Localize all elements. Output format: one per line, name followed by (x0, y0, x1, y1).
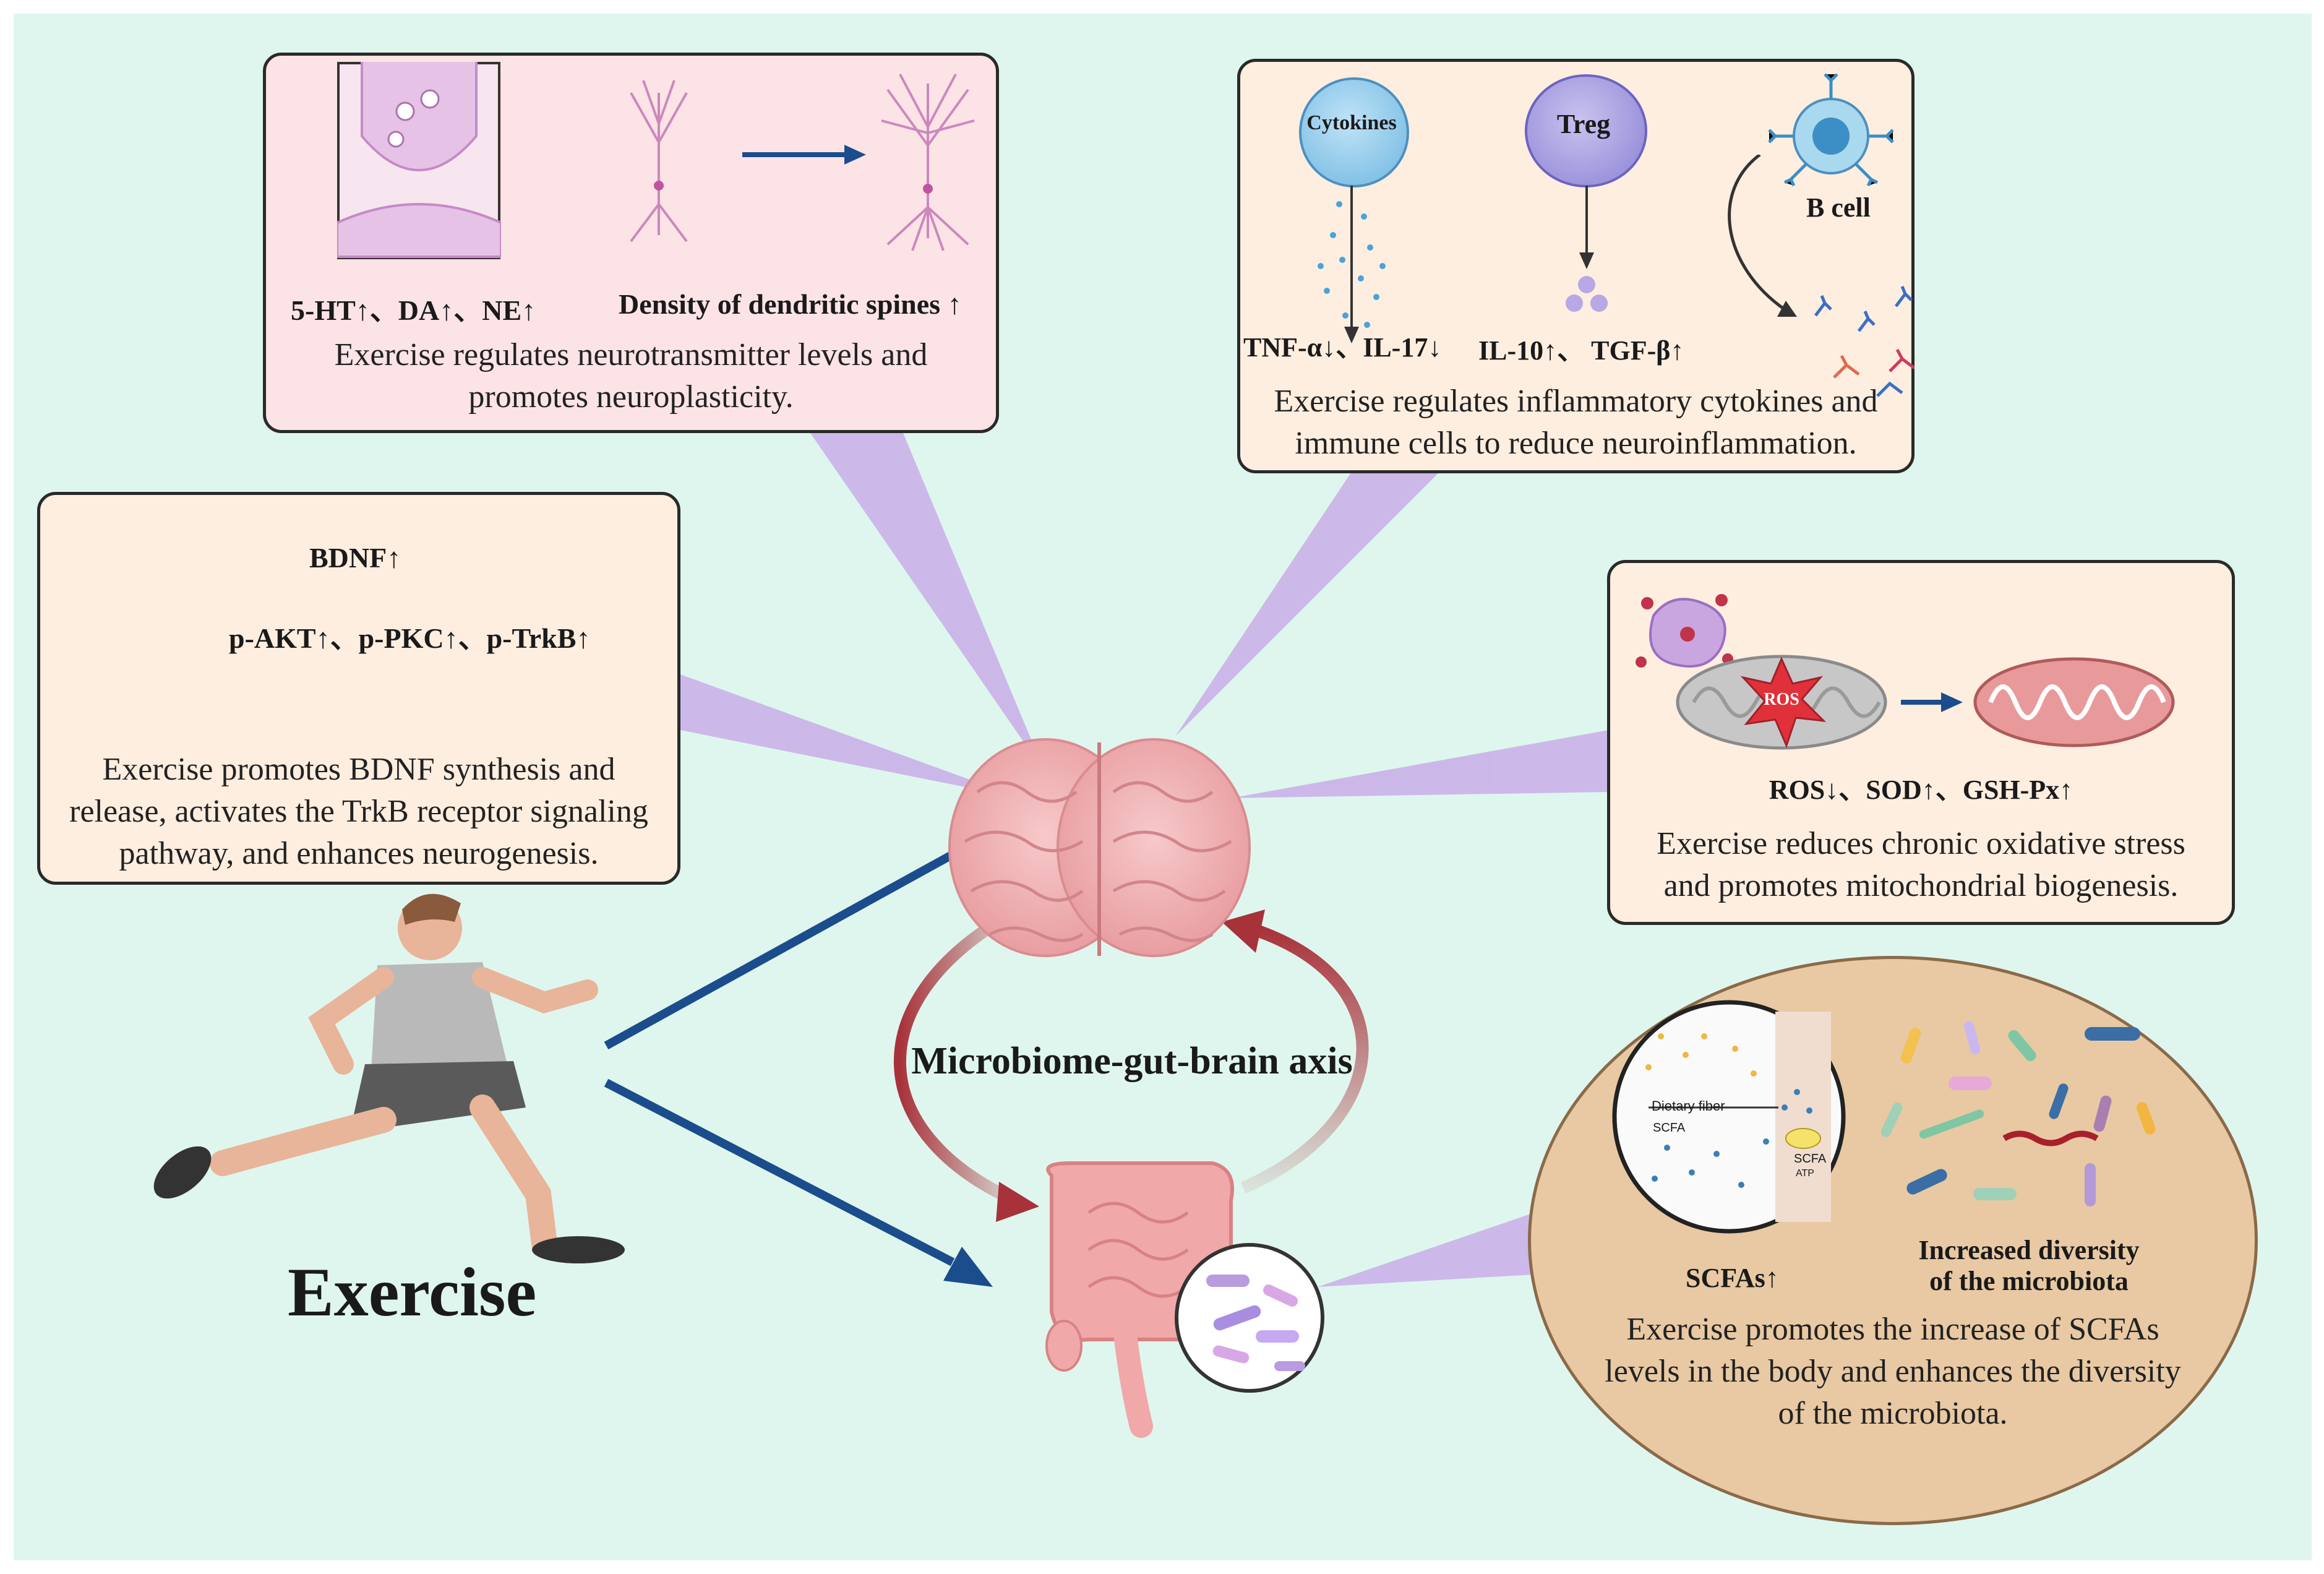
runner-illustration (153, 893, 625, 1263)
treg-cell (1525, 74, 1647, 187)
beam-microbiota (1318, 1213, 1534, 1287)
damaged-mitochondrion-icon (1676, 655, 1887, 750)
cytokine-release-icon (1318, 186, 1386, 343)
immune-caption-line1: Exercise regulates inflammatory cytokine… (1274, 384, 1878, 419)
cytokine-markers-a: TNF-α↓、IL-17↓ (1243, 332, 1442, 363)
scfa-small-label: SCFA (1653, 1121, 1686, 1135)
oxidative-caption-line2: and promotes mitochondrial biogenesis. (1663, 868, 2179, 903)
exercise-label: Exercise (288, 1254, 537, 1331)
diversity-label-line2: of the microbiota (1929, 1266, 2129, 1296)
diversity-label-line1: Increased diversity (1918, 1235, 2140, 1265)
bdnf-label: BDNF↑ (309, 542, 401, 574)
antibodies-icon (1728, 155, 1915, 397)
oxidative-caption-line1: Exercise reduces chronic oxidative stres… (1657, 826, 2185, 861)
neuro-caption-line1: Exercise regulates neurotransmitter leve… (334, 337, 928, 372)
dietary-fiber-label: Dietary fiber (1652, 1098, 1725, 1114)
treg-secretion-icon (1566, 186, 1608, 312)
microbiota-caption-line3: of the microbiota. (1778, 1396, 2008, 1431)
intestinal-lumen-inset (1612, 1000, 1846, 1234)
oxidative-markers: ROS↓、SOD↑、GSH-Px↑ (1769, 775, 2073, 805)
neurotransmitter-markers: 5-HT↑、DA↑、NE↑ (291, 295, 536, 326)
microbiota-caption-line1: Exercise promotes the increase of SCFAs (1626, 1312, 2159, 1347)
brain-illustration (948, 738, 1251, 957)
cytokines-cell (1299, 77, 1409, 187)
bdnf-caption-line1: Exercise promotes BDNF synthesis and (102, 752, 615, 787)
dendrite-arrow-icon (742, 145, 866, 165)
synapse-illustration (337, 62, 501, 259)
dendritic-spines-label: Density of dendritic spines ↑ (619, 288, 962, 320)
neuro-caption-line2: promotes neuroplasticity. (468, 379, 794, 415)
bcell-illustration (1768, 73, 1894, 187)
axis-arrow-down (894, 910, 1018, 1206)
beam-oxidative (1231, 730, 1608, 798)
oxidative-arrow-icon (1901, 692, 1963, 712)
beam-immune (1175, 458, 1454, 736)
dendrite-after-icon (881, 74, 975, 251)
immune-panel: Cytokines Treg (1237, 59, 1915, 473)
connector-beams (680, 433, 1608, 1287)
atp-label: ATP (1796, 1168, 1814, 1179)
ros-badge: ROS (1764, 690, 1799, 709)
neuro-panel: 5-HT↑、DA↑、NE↑ Density of dendritic spine… (263, 53, 999, 433)
arrow-to-gut-head (943, 1247, 993, 1287)
bdnf-panel: BDNF↑ p-AKT↑、p-PKC↑、p-TrkB↑ Exercise pro… (37, 492, 680, 885)
axis-label: Microbiome-gut-brain axis (911, 1040, 1353, 1082)
oxidative-panel: ROS ROS↓、SOD↑、GSH-Px↑ Exercise reduces c… (1607, 560, 2235, 925)
bdnf-caption-line2: release, activates the TrkB receptor sig… (69, 794, 648, 829)
cytokine-markers-b: IL-10↑、 TGF-β↑ (1478, 335, 1684, 366)
damaged-cell-icon (1636, 594, 1733, 668)
cytokines-label: Cytokines (1306, 111, 1397, 134)
microbiota-caption-line2: levels in the body and enhances the dive… (1605, 1354, 2181, 1389)
bcell-label: B cell (1806, 192, 1871, 223)
bdnf-caption-line3: pathway, and enhances neurogenesis. (119, 836, 599, 871)
dendrite-before-icon (630, 80, 688, 243)
gut-bacteria-inset (1175, 1243, 1324, 1393)
axis-arrows (894, 910, 1369, 1222)
signaling-markers: p-AKT↑、p-PKC↑、p-TrkB↑ (229, 622, 591, 654)
scfas-label: SCFAs↑ (1686, 1263, 1779, 1293)
healthy-mitochondrion-icon (1973, 657, 2175, 747)
beam-neuro (810, 433, 1045, 773)
beam-bdnf (680, 674, 1021, 798)
microbiota-bacteria-illustration (1880, 1021, 2156, 1206)
scfa-small-label-2: SCFA (1794, 1152, 1827, 1166)
immune-caption-line2: immune cells to reduce neuroinflammation… (1295, 426, 1857, 461)
treg-label: Treg (1556, 109, 1611, 139)
axis-arrow-up (1240, 922, 1369, 1194)
